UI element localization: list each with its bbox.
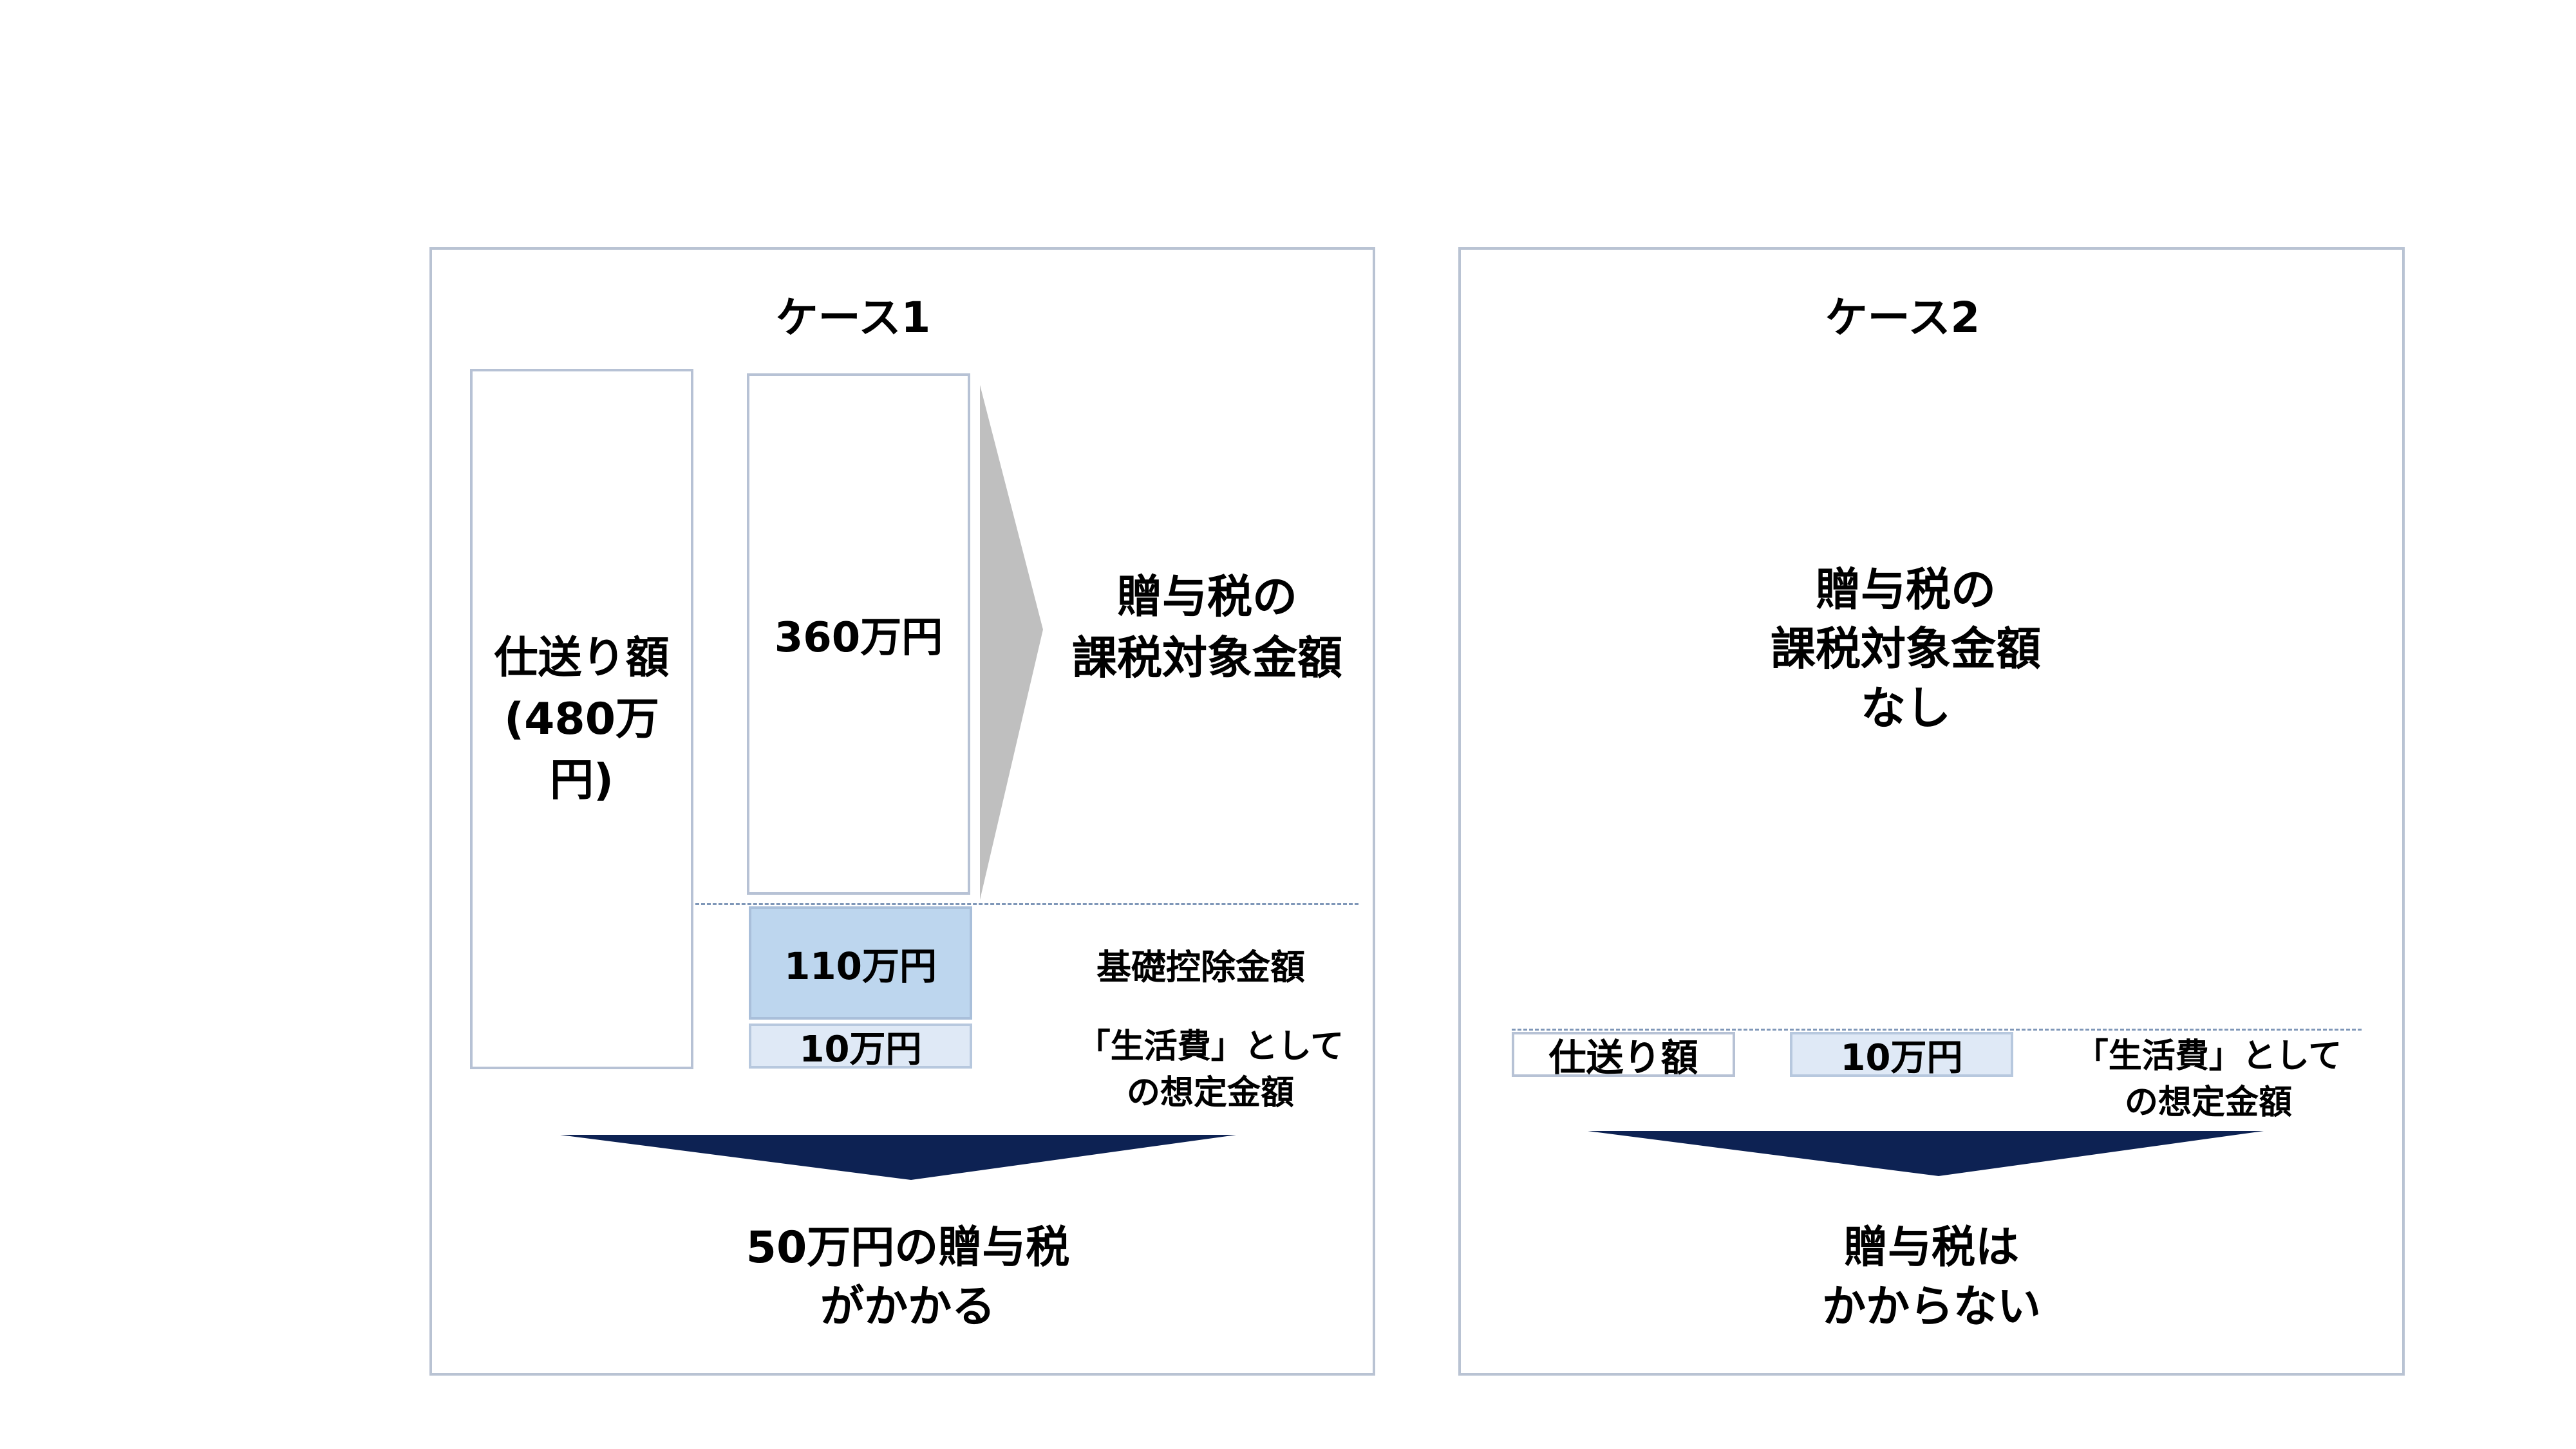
case2-taxable-caption: 贈与税の 課税対象金額 なし (1771, 563, 2041, 734)
case1-taxable-value: 360万円 (774, 614, 943, 662)
case1-allowance-amount: (480万円) (503, 693, 660, 806)
case1-allowance-label: 仕送り額 (494, 632, 670, 684)
case2-living-caption: 「生活費」として の想定金額 (2074, 1037, 2342, 1122)
case1-living-value: 10万円 (799, 1028, 922, 1070)
case2-allowance-label: 仕送り額 (1548, 1036, 1698, 1080)
case2-living-value: 10万円 (1840, 1036, 1963, 1079)
case2-result-arrow (1588, 1131, 2264, 1176)
case2-living-box: 10万円 (1790, 1032, 2013, 1079)
case2-panel (1458, 247, 2405, 1376)
case1-basic-deduction-value: 110万円 (784, 944, 937, 988)
case1-basic-deduction-box: 110万円 (749, 906, 972, 1020)
case1-basic-deduction-caption: 基礎控除金額 (1096, 947, 1305, 987)
case2-title: ケース2 (1825, 293, 1980, 342)
case1-title: ケース1 (775, 293, 931, 342)
case1-dashed-line (695, 903, 1359, 905)
case2-allowance-box: 仕送り額 (1512, 1032, 1735, 1080)
case1-result: 50万円の贈与税 がかかる (746, 1222, 1070, 1332)
case1-living-box: 10万円 (749, 1024, 972, 1070)
case1-living-caption: 「生活費」として の想定金額 (1076, 1027, 1344, 1112)
case2-dashed-line (1512, 1029, 2362, 1031)
case2-result: 贈与税は かからない (1821, 1222, 2041, 1332)
case1-taxable-box: 360万円 (747, 373, 970, 895)
case1-taxable-caption: 贈与税の 課税対象金額 (1072, 570, 1342, 684)
case1-result-arrow (560, 1135, 1236, 1180)
case1-gray-arrow (980, 385, 1043, 900)
case1-allowance-box: 仕送り額 (480万円) (470, 369, 693, 1069)
